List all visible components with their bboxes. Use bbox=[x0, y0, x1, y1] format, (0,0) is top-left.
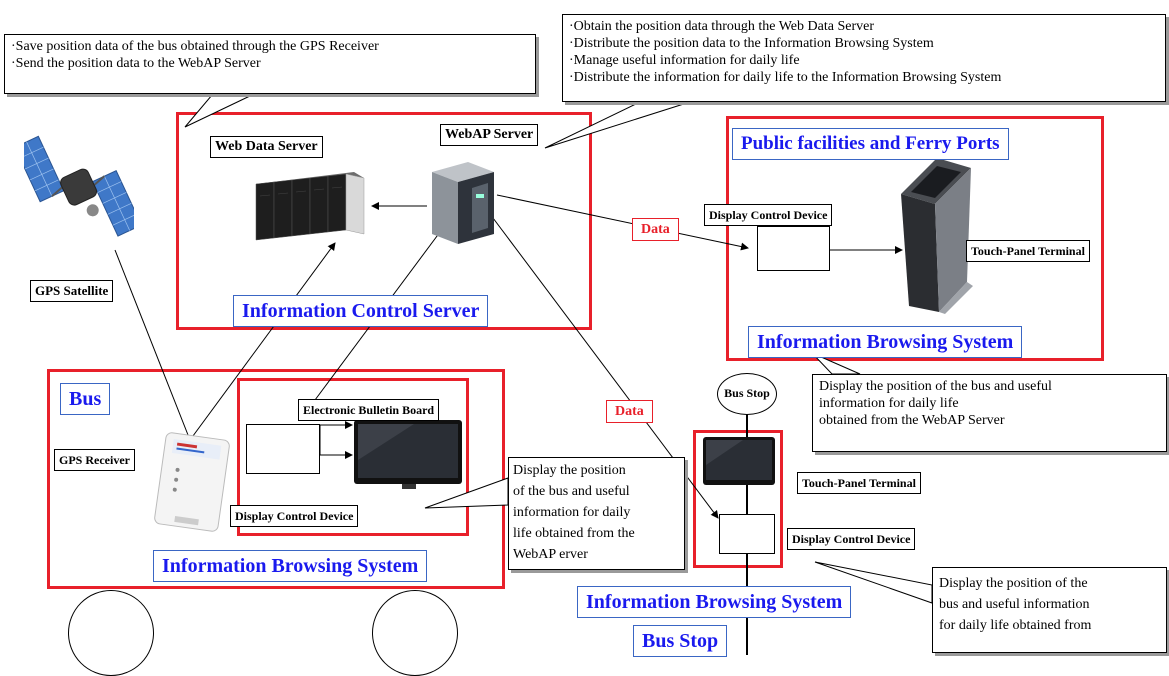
display-control-device-busstop-box bbox=[719, 514, 775, 554]
server-rack-icon bbox=[255, 172, 365, 241]
data-label-busstop: Data bbox=[606, 400, 653, 423]
note-line: ·Save position data of the bus obtained … bbox=[11, 39, 379, 54]
note-line: ·Obtain the position data through the We… bbox=[569, 19, 874, 34]
public-facilities-title: Public facilities and Ferry Ports bbox=[732, 128, 1009, 160]
bus-stop-sign-text: Bus Stop bbox=[724, 386, 770, 400]
information-control-server-title: Information Control Server bbox=[233, 295, 489, 327]
note-line: ·Distribute the information for daily li… bbox=[569, 70, 1002, 85]
note-line: Display the position of the bus and usef… bbox=[819, 379, 1052, 394]
busstop-note-callout: Display the position of the bus and usef… bbox=[932, 567, 1167, 653]
electronic-bulletin-board-label: Electronic Bulletin Board bbox=[298, 399, 440, 421]
gps-receiver-label: GPS Receiver bbox=[54, 449, 135, 471]
touch-panel-facility-label: Touch-Panel Terminal bbox=[966, 240, 1090, 262]
webap-note-callout: ·Obtain the position data through the We… bbox=[562, 14, 1166, 102]
note-line: Display the position of the bbox=[939, 576, 1088, 591]
note-line: for daily life obtained from bbox=[939, 618, 1092, 633]
display-control-device-facility-box bbox=[757, 226, 830, 271]
information-control-server-frame bbox=[176, 112, 592, 330]
public-facilities-frame bbox=[726, 116, 1104, 361]
note-line: obtained from the WebAP Server bbox=[819, 413, 1005, 428]
note-line: ·Send the position data to the WebAP Ser… bbox=[11, 56, 261, 71]
bulletin-board-monitor-icon bbox=[354, 420, 462, 489]
gps-satellite-label: GPS Satellite bbox=[30, 280, 114, 302]
note-line: information for daily bbox=[513, 505, 631, 520]
info-browsing-bus-title: Information Browsing System bbox=[153, 550, 428, 582]
note-line: WebAP erver bbox=[513, 547, 588, 562]
display-control-device-bus-box bbox=[246, 424, 320, 474]
webap-server-tower-icon bbox=[432, 162, 494, 244]
touch-panel-busstop-label: Touch-Panel Terminal bbox=[797, 472, 921, 494]
note-line: life obtained from the bbox=[513, 526, 635, 541]
gps-receiver-device-icon bbox=[154, 432, 230, 532]
gps-receiver-note-callout: ·Save position data of the bus obtained … bbox=[4, 34, 536, 94]
gps-satellite-icon bbox=[24, 135, 134, 237]
display-control-device-busstop-label: Display Control Device bbox=[787, 528, 916, 550]
info-browsing-busstop-title: Information Browsing System bbox=[577, 586, 852, 618]
bus-info-browsing-frame bbox=[237, 378, 469, 536]
bus-frame bbox=[47, 369, 505, 589]
info-browsing-facilities-title: Information Browsing System bbox=[748, 326, 1023, 358]
bus-stop-sign: Bus Stop bbox=[717, 373, 777, 415]
note-line: bus and useful information bbox=[939, 597, 1090, 612]
note-line: Display the position bbox=[513, 463, 626, 478]
web-data-server-label: Web Data Server bbox=[210, 136, 323, 158]
data-label-facility: Data bbox=[632, 218, 679, 241]
note-line: ·Manage useful information for daily lif… bbox=[569, 53, 800, 68]
webap-server-label: WebAP Server bbox=[440, 124, 539, 146]
display-control-device-facility-label: Display Control Device bbox=[704, 204, 833, 226]
busstop-terminal-monitor-icon bbox=[703, 437, 775, 485]
display-control-device-bus-label: Display Control Device bbox=[230, 505, 359, 527]
bus-note-callout: Display the position of the bus and usef… bbox=[508, 457, 685, 570]
kiosk-terminal-icon bbox=[901, 158, 973, 314]
note-line: information for daily life bbox=[819, 396, 959, 411]
busstop-frame bbox=[693, 430, 783, 568]
bus-stop-title: Bus Stop bbox=[633, 625, 728, 657]
facilities-note-callout: Display the position of the bus and usef… bbox=[812, 374, 1167, 452]
bus-title: Bus bbox=[60, 383, 111, 415]
note-line: ·Distribute the position data to the Inf… bbox=[569, 36, 934, 51]
note-line: of the bus and useful bbox=[513, 484, 630, 499]
